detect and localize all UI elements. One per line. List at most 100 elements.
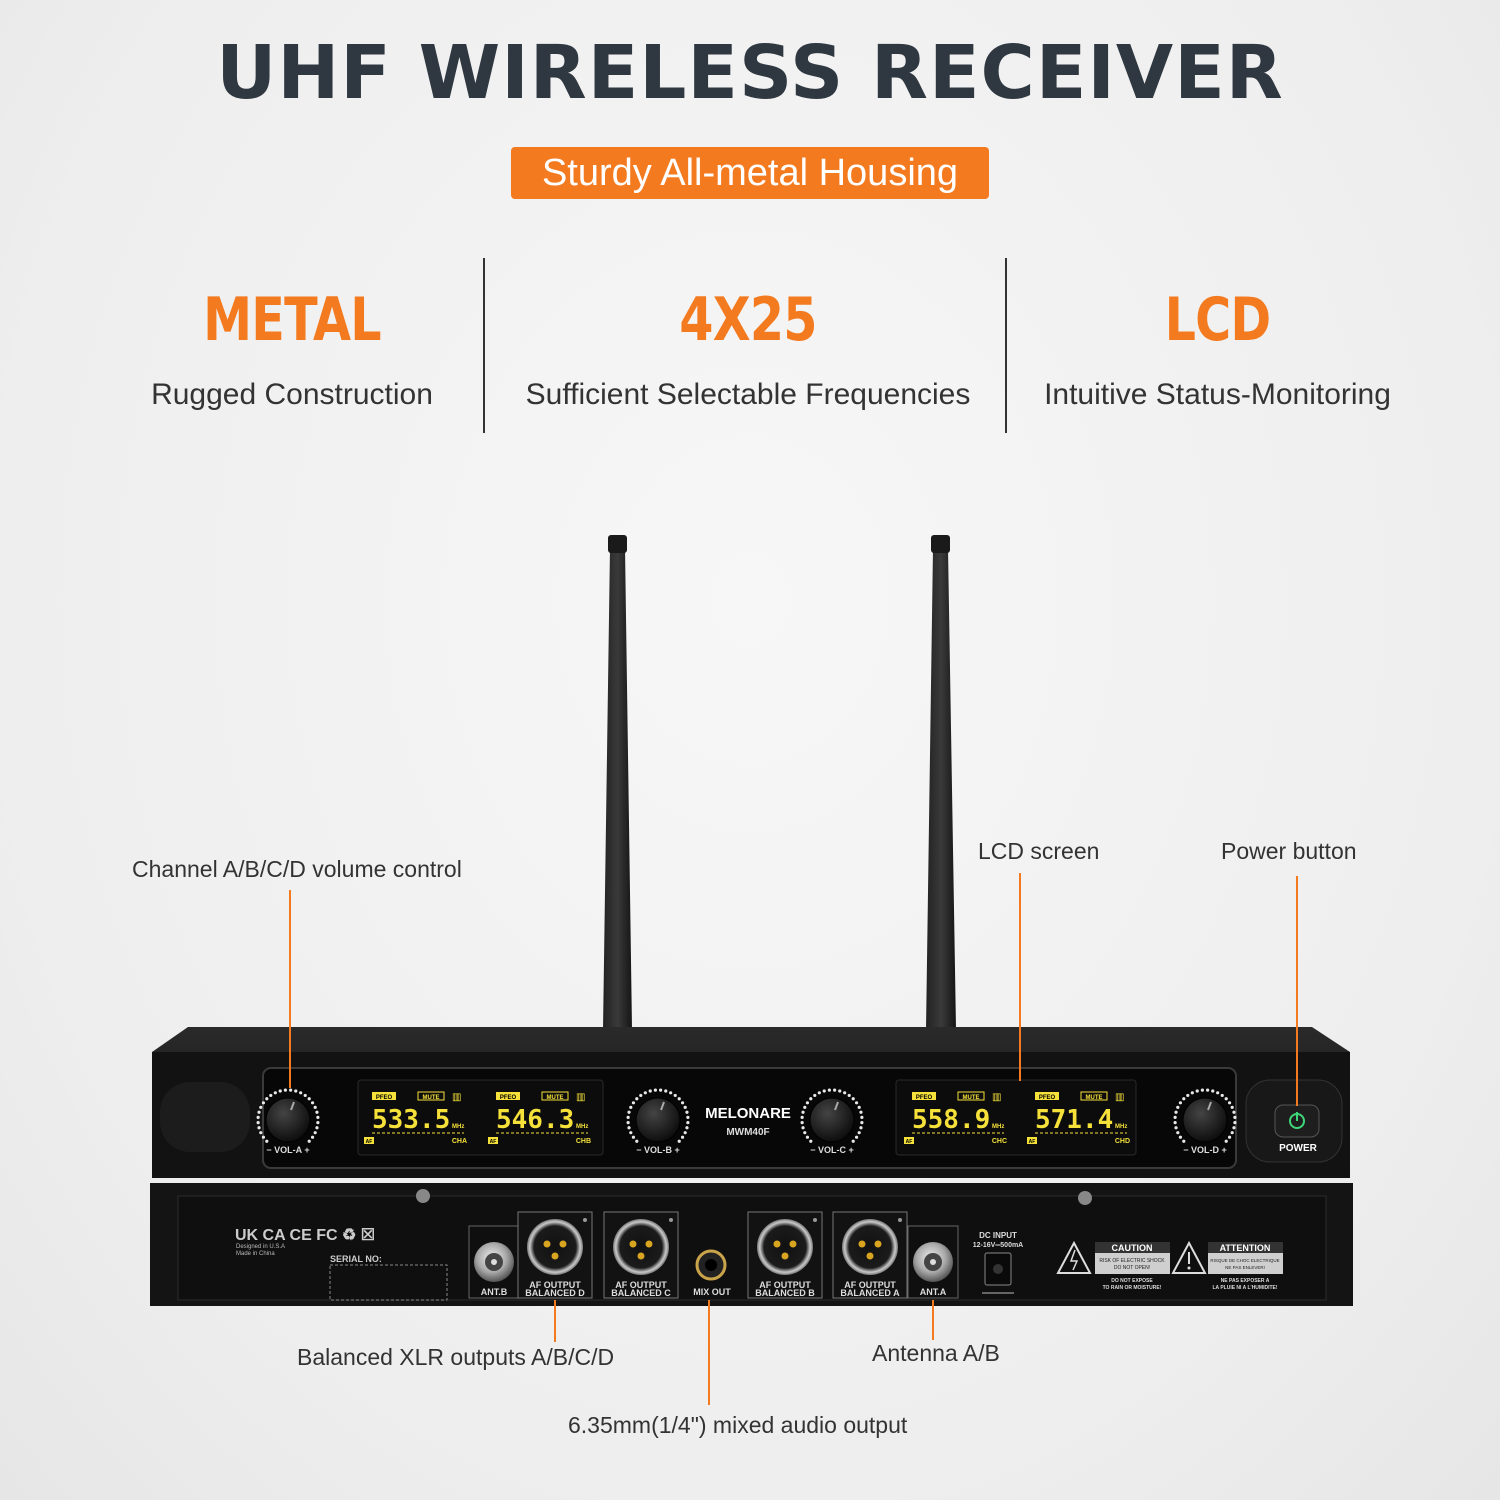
cert-marks: UK CA CE FC ♻ ☒ (235, 1227, 375, 1244)
feature-caption: Rugged Construction (151, 378, 433, 411)
unit-label: MHz (576, 1124, 588, 1130)
volume-knob[interactable] (256, 1088, 320, 1143)
xlr-output-connector (832, 1211, 908, 1299)
serial-label: SERIAL NO: (330, 1254, 382, 1264)
dc-input-jack (982, 1252, 1014, 1294)
xlr-output-label: AF OUTPUT (844, 1280, 896, 1290)
feature-lcd: LCD Intuitive Status-Monitoring (1025, 280, 1410, 412)
xlr-output-connector (517, 1211, 593, 1299)
frequency-readout: 571.4 (1035, 1105, 1113, 1135)
xlr-output-channel: BALANCED B (755, 1288, 815, 1298)
caution-text: DO NOT EXPOSE (1111, 1278, 1153, 1284)
xlr-output-channel: BALANCED C (611, 1288, 671, 1298)
mute-indicator: MUTE (1086, 1095, 1103, 1101)
dc-input-rating: 12-16V═500mA (973, 1242, 1024, 1249)
xlr-output-connector (747, 1211, 823, 1299)
antenna-a-connector (907, 1225, 959, 1299)
volume-label: − VOL-B + (636, 1145, 680, 1155)
xlr-output-label: AF OUTPUT (615, 1280, 667, 1290)
unit-label: MHz (1115, 1124, 1127, 1130)
channel-label: CHD (1115, 1138, 1130, 1145)
attention-label (1208, 1242, 1283, 1274)
origin-line: Made in China (236, 1251, 275, 1257)
pfeo-indicator: PFEO (1039, 1095, 1056, 1101)
caution-title: CAUTION (1112, 1243, 1153, 1253)
callout-line (1296, 876, 1298, 1106)
lcd-screen-right (895, 1079, 1137, 1156)
page-title: UHF WIRELESS RECEIVER (216, 30, 1284, 116)
divider (483, 258, 485, 433)
volume-knob[interactable] (1173, 1088, 1237, 1143)
signal-icon: ▥ (1115, 1092, 1124, 1103)
xlr-output-label: AF OUTPUT (759, 1280, 811, 1290)
attention-warning-icon (1171, 1240, 1207, 1274)
af-indicator: AF (1029, 1139, 1036, 1145)
callout-mix-output: 6.35mm(1/4") mixed audio output (568, 1412, 908, 1438)
caution-text: RISK OF ELECTRIC SHOCK (1099, 1258, 1165, 1264)
signal-icon: ▥ (992, 1092, 1001, 1103)
subtitle-badge: Sturdy All-metal Housing (511, 147, 989, 199)
ant-b-label: ANT.B (481, 1287, 508, 1297)
af-indicator: AF (366, 1139, 373, 1145)
channel-label: CHB (576, 1138, 591, 1145)
callout-line (554, 1300, 556, 1342)
signal-icon: ▥ (576, 1092, 585, 1103)
feature-headline: METAL (203, 285, 381, 355)
volume-label: − VOL-C + (810, 1145, 854, 1155)
callout-line (708, 1300, 710, 1405)
front-chassis (152, 1027, 1350, 1178)
unit-label: MHz (452, 1124, 464, 1130)
mute-indicator: MUTE (547, 1095, 564, 1101)
mute-indicator: MUTE (963, 1095, 980, 1101)
signal-icon: ▥ (452, 1092, 461, 1103)
callout-power-button: Power button (1221, 838, 1357, 864)
volume-knob[interactable] (626, 1088, 690, 1143)
frequency-readout: 558.9 (912, 1105, 990, 1135)
attention-text: RISQUE DE CHOC ELECTRIQUE (1210, 1258, 1279, 1263)
pfeo-indicator: PFEO (500, 1095, 517, 1101)
volume-label: − VOL-A + (266, 1145, 309, 1155)
brand-name: MELONARE (705, 1105, 791, 1122)
pfeo-indicator: PFEO (376, 1095, 393, 1101)
channel-label: CHA (452, 1138, 467, 1145)
callout-line (289, 890, 291, 1088)
ant-a-label: ANT.A (920, 1287, 947, 1297)
dc-input-label: DC INPUT (979, 1231, 1017, 1240)
callout-volume-control: Channel A/B/C/D volume control (132, 856, 462, 882)
callout-line (932, 1300, 934, 1340)
divider (1005, 258, 1007, 433)
caution-text: TO RAIN OR MOISTURE! (1103, 1285, 1162, 1291)
model-name: MWM40F (726, 1127, 769, 1138)
antenna-right (926, 535, 956, 1030)
attention-text: NE PAS EXPOSER A (1221, 1278, 1270, 1284)
attention-text: LA PLUIE NI A L'HUMIDITE! (1212, 1285, 1277, 1291)
caution-warning-icon (1056, 1240, 1092, 1274)
xlr-output-channel: BALANCED A (840, 1288, 900, 1298)
feature-headline: 4X25 (679, 285, 817, 355)
callout-xlr-outputs: Balanced XLR outputs A/B/C/D (297, 1344, 615, 1370)
mute-indicator: MUTE (423, 1095, 440, 1101)
callout-lcd-screen: LCD screen (978, 838, 1100, 864)
unit-label: MHz (992, 1124, 1004, 1130)
af-indicator: AF (906, 1139, 913, 1145)
feature-headline: LCD (1164, 285, 1272, 355)
frequency-readout: 533.5 (372, 1105, 450, 1135)
caution-text: DO NOT OPEN! (1114, 1265, 1150, 1271)
pfeo-indicator: PFEO (916, 1095, 933, 1101)
xlr-output-label: AF OUTPUT (529, 1280, 581, 1290)
power-label: POWER (1279, 1143, 1318, 1154)
power-button[interactable] (1274, 1104, 1320, 1138)
serial-box (329, 1264, 448, 1301)
caution-label (1095, 1242, 1170, 1274)
af-indicator: AF (490, 1139, 497, 1145)
volume-knob[interactable] (800, 1088, 864, 1143)
antenna-b-connector (468, 1225, 520, 1299)
origin-line: Designed in U.S.A (236, 1244, 285, 1250)
xlr-output-connector (603, 1211, 679, 1299)
feature-caption: Sufficient Selectable Frequencies (525, 378, 971, 411)
